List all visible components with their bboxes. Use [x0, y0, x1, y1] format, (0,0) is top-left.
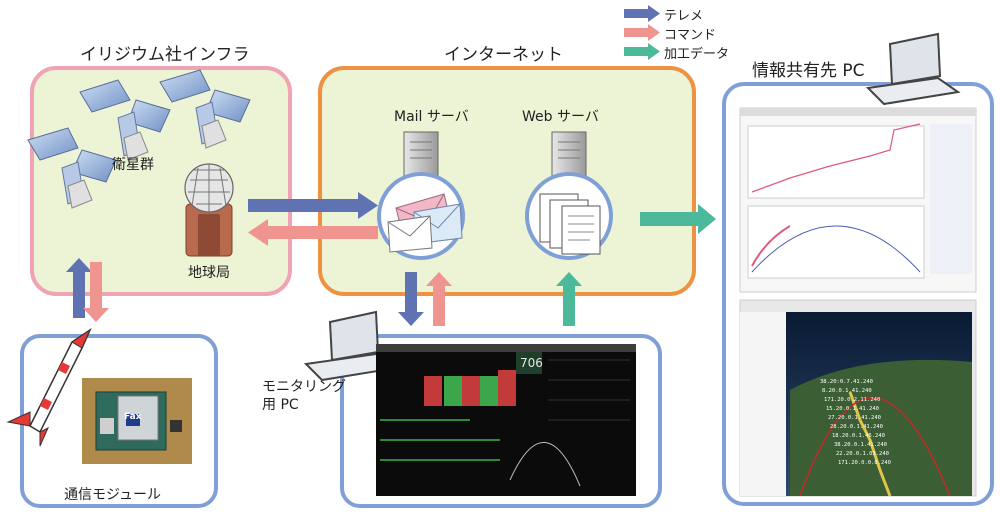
internet-box: [318, 66, 696, 296]
comm-module-photo: [82, 378, 192, 464]
monitoring-screen: [376, 344, 636, 496]
globe-label: 28.20.0.1.41.240: [830, 424, 883, 430]
globe-label: 18.20.0.1.46.240: [832, 433, 885, 439]
comm-module-label: 通信モジュール: [64, 487, 162, 503]
web-server-label: Web サーバ: [522, 109, 599, 125]
globe-label: 8.20.0.1.41.240: [822, 388, 872, 394]
module-chip-text: Fax: [124, 412, 142, 422]
info-pc-globe-screen: [739, 299, 977, 497]
station-label: 地球局: [188, 265, 230, 281]
mail-server-label: Mail サーバ: [394, 109, 469, 125]
globe-label: 27.20.0.1.41.240: [828, 415, 881, 421]
globe-label: 171.20.0.2.11.240: [824, 397, 881, 403]
telem-arrow-to-monitoring: [398, 272, 424, 326]
globe-labels: 38.20:0.7.41.240 8.20.0.1.41.240 171.20.0.…: [820, 378, 920, 488]
processed-arrow-to-info-pc: [640, 204, 716, 234]
laptop-icon: [865, 32, 961, 106]
globe-label: 38.20:0.7.41.240: [820, 379, 873, 385]
legend-processed-label: 加工データ: [664, 47, 730, 62]
monitoring-pc-label: モニタリング 用 PC: [262, 379, 346, 413]
document-stack-icon: [539, 193, 601, 255]
globe-label: 171.20.0.0.0.240: [838, 460, 891, 466]
telem-arrow-to-iridium: [66, 258, 92, 318]
command-arrow-to-station: [248, 219, 378, 246]
info-pc-chart-screen: [739, 107, 977, 293]
monitoring-counter: 706: [520, 356, 543, 370]
command-arrow-from-monitoring: [426, 272, 452, 326]
processed-arrow-to-web: [556, 272, 582, 326]
satellite-icon: [159, 69, 251, 149]
satellite-icon: [27, 127, 117, 209]
legend-telem-label: テレメ: [664, 9, 704, 24]
ground-station-icon: [184, 163, 234, 257]
telem-arrow-to-mail: [248, 192, 378, 219]
satellite-icon: [79, 79, 171, 161]
info-pc-title: 情報共有先 PC: [752, 61, 865, 81]
iridium-title: イリジウム社インフラ: [80, 45, 250, 65]
globe-label: 15.20.0.1.41.240: [826, 406, 879, 412]
internet-title: インターネット: [444, 45, 563, 65]
globe-label: 22.20.0.1.03.240: [836, 451, 889, 457]
rocket-icon: [6, 327, 92, 447]
command-arrow-to-module: [83, 262, 109, 322]
legend-command-label: コマンド: [664, 28, 717, 43]
satellites-label: 衛星群: [112, 157, 154, 173]
envelope-icon: [387, 193, 463, 253]
globe-label: 38.20.0.1.41.240: [834, 442, 887, 448]
